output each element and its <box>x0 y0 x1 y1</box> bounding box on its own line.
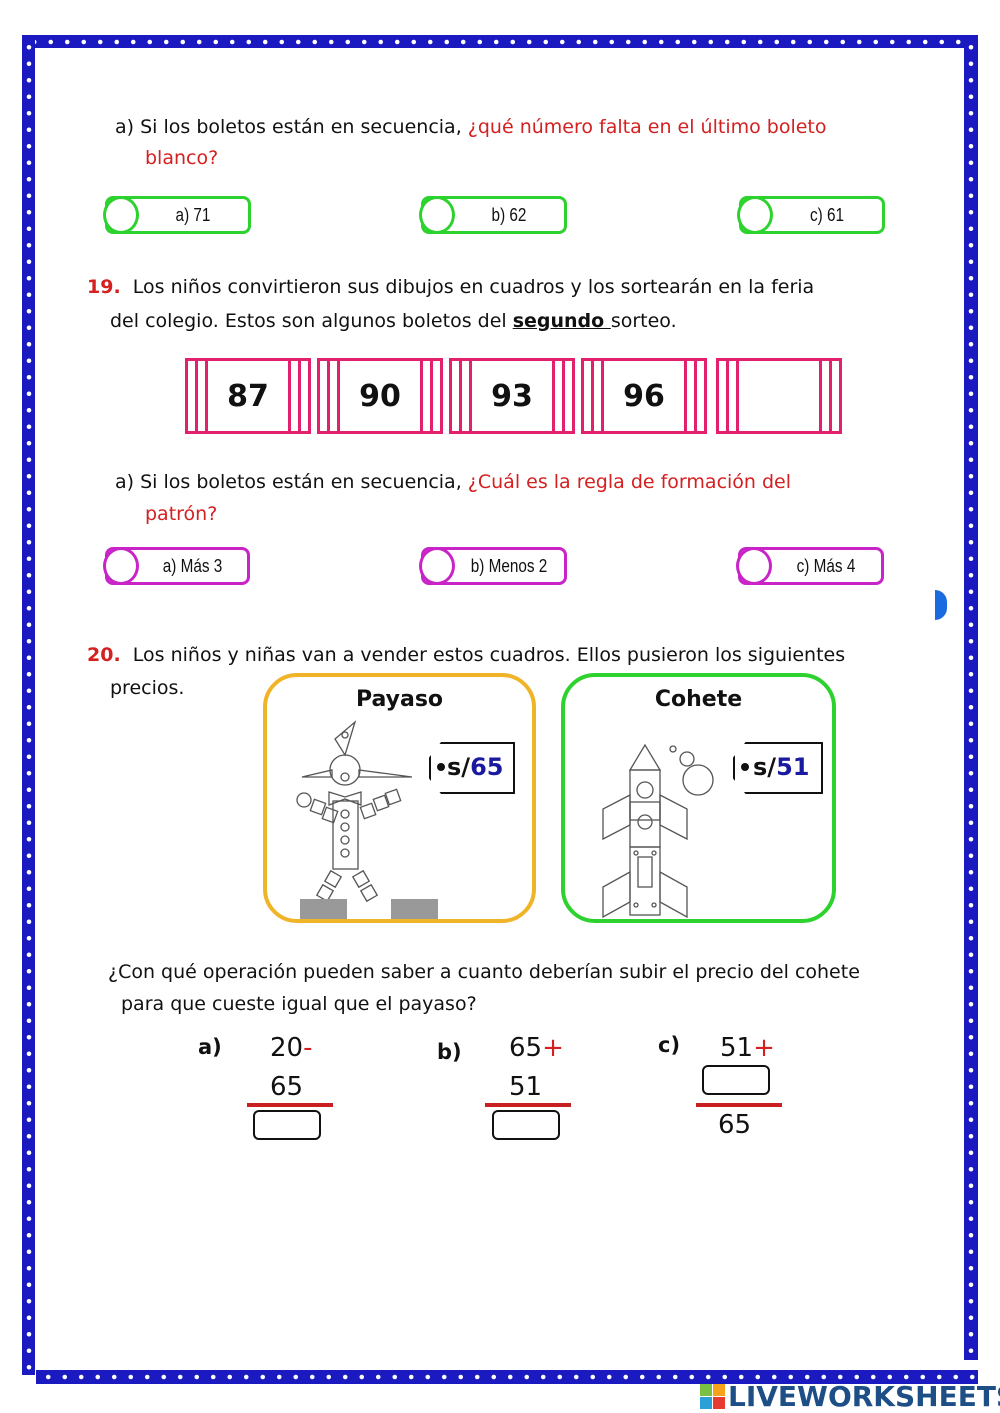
q18-part-a-question: ¿qué número falta en el último boleto <box>467 116 827 138</box>
q19-part-a-question-line2: patrón? <box>145 503 218 525</box>
price-value: 51 <box>776 753 810 781</box>
sum-line <box>247 1103 333 1107</box>
brand-name: LIVEWORKSHEETS <box>728 1380 1000 1413</box>
q20-statement-line1: 20. Los niños y niñas van a vender estos… <box>87 644 845 666</box>
ticket-5-blank <box>716 358 842 434</box>
q19-option-c[interactable]: c) Más 4 <box>736 547 884 585</box>
top-number: 65 <box>509 1033 543 1063</box>
q18-option-a[interactable]: a) 71 <box>103 196 251 234</box>
q20-statement-line2: precios. <box>110 677 185 699</box>
ticket-4: 96 <box>581 358 707 434</box>
card-title: Payaso <box>355 687 444 712</box>
q18-part-a-question-line2: blanco? <box>145 147 219 169</box>
card-payaso: Payaso s/65 <box>263 673 536 923</box>
ticket-2: 90 <box>317 358 443 434</box>
q18-part-a-prefix: a) Si los boletos están en secuencia, <box>115 116 468 138</box>
price-prefix: s/ <box>447 753 471 781</box>
price-value: 65 <box>470 753 504 781</box>
ticket-3: 93 <box>449 358 575 434</box>
q19-number: 19. <box>87 276 121 298</box>
q19-option-a[interactable]: a) Más 3 <box>103 547 250 585</box>
q19-text: Los niños convirtieron sus dibujos en cu… <box>132 276 815 298</box>
q19-option-b[interactable]: b) Menos 2 <box>419 547 567 585</box>
option-label: a) 71 <box>175 204 211 225</box>
q19-text-after: sorteo. <box>610 310 677 332</box>
q20-question-line1: ¿Con qué operación pueden saber a cuanto… <box>108 961 860 983</box>
q19-part-a-prefix: a) Si los boletos están en secuencia, <box>115 471 468 493</box>
answer-box[interactable] <box>702 1065 770 1095</box>
operator-sign: + <box>753 1033 775 1063</box>
q20-text: Los niños y niñas van a vender estos cua… <box>132 644 846 666</box>
page-border-bottom <box>36 1370 978 1384</box>
price-tag-hole-icon <box>741 763 749 771</box>
ticket-1: 87 <box>185 358 311 434</box>
second-number: 51 <box>509 1072 543 1102</box>
price-label: s/65 <box>447 753 503 781</box>
price-tag-hole-icon <box>437 763 445 771</box>
operation-top: 51+ <box>720 1033 775 1063</box>
radio-circle-icon[interactable] <box>103 547 139 585</box>
top-number: 51 <box>720 1033 754 1063</box>
radio-circle-icon[interactable] <box>103 196 139 234</box>
q18-part-a: a) Si los boletos están en secuencia, ¿q… <box>115 116 827 138</box>
q19-statement-line1: 19. Los niños convirtieron sus dibujos e… <box>87 276 814 298</box>
radio-circle-icon[interactable] <box>419 547 455 585</box>
logo-badge-icon <box>700 1384 725 1409</box>
price-label: s/51 <box>753 753 809 781</box>
second-number: 65 <box>270 1072 304 1102</box>
option-label: c) Más 4 <box>796 555 856 576</box>
operation-label: c) <box>658 1033 681 1057</box>
page-border-left <box>22 35 35 1375</box>
operator-sign: + <box>542 1033 564 1063</box>
radio-circle-icon[interactable] <box>736 547 772 585</box>
top-number: 20 <box>270 1033 304 1063</box>
page-border-top <box>22 35 978 48</box>
radio-circle-icon[interactable] <box>737 196 773 234</box>
answer-box[interactable] <box>253 1110 321 1140</box>
option-label: b) 62 <box>491 204 527 225</box>
operator-sign: - <box>303 1033 313 1063</box>
card-title: Cohete <box>654 687 743 712</box>
result-number: 65 <box>718 1110 752 1140</box>
card-cohete: Cohete s/51 <box>561 673 836 923</box>
q18-option-b[interactable]: b) 62 <box>419 196 567 234</box>
option-label: b) Menos 2 <box>470 555 548 576</box>
sum-line <box>696 1103 782 1107</box>
radio-circle-icon[interactable] <box>419 196 455 234</box>
q20-question-line2: para que cueste igual que el payaso? <box>121 993 477 1015</box>
answer-box[interactable] <box>492 1110 560 1140</box>
operation-top: 65+ <box>509 1033 564 1063</box>
operation-label: a) <box>198 1035 222 1059</box>
operation-label: b) <box>437 1040 462 1064</box>
operation-top: 20- <box>270 1033 312 1063</box>
nav-marker-icon[interactable] <box>935 590 947 620</box>
liveworksheets-logo: LIVEWORKSHEETS <box>700 1380 1000 1413</box>
price-prefix: s/ <box>753 753 777 781</box>
sum-line <box>485 1103 571 1107</box>
clown-drawing-icon <box>296 720 438 919</box>
q19-part-a-question: ¿Cuál es la regla de formación del <box>467 471 792 493</box>
q18-option-c[interactable]: c) 61 <box>737 196 885 234</box>
q19-underlined-word: segundo <box>512 310 611 332</box>
page-border-right <box>964 35 978 1360</box>
q19-statement-line2: del colegio. Estos son algunos boletos d… <box>110 310 677 332</box>
q20-number: 20. <box>87 644 121 666</box>
option-label: c) 61 <box>809 204 845 225</box>
q19-text-before: del colegio. Estos son algunos boletos d… <box>110 310 513 332</box>
rocket-drawing-icon <box>602 743 714 919</box>
q19-part-a: a) Si los boletos están en secuencia, ¿C… <box>115 471 791 493</box>
option-label: a) Más 3 <box>162 555 223 576</box>
